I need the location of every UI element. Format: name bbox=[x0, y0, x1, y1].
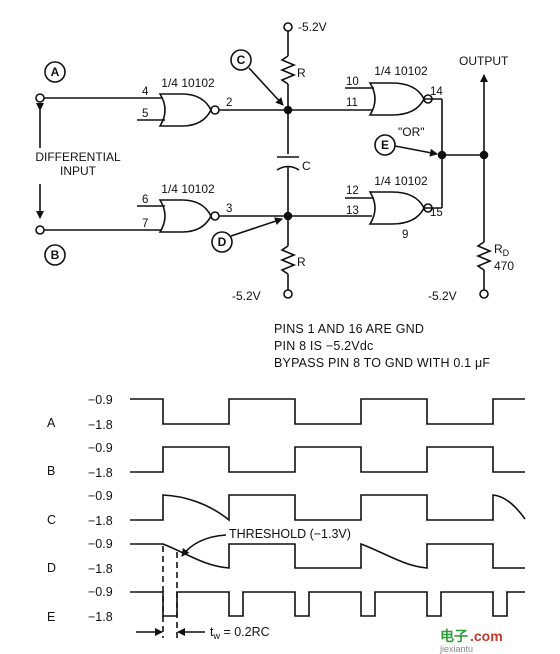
svg-text:−1.8: −1.8 bbox=[88, 514, 113, 528]
wave-b bbox=[130, 446, 525, 473]
input-terminal-a bbox=[35, 93, 45, 103]
svg-text:−0.9: −0.9 bbox=[88, 537, 113, 551]
differential-label: DIFFERENTIAL bbox=[35, 150, 121, 164]
note-bypass: BYPASS PIN 8 TO GND WITH 0.1 μF bbox=[274, 356, 490, 370]
waveform-labels: A B C D E −0.9 −1.8 −0.9 −1.8 −0.9 −1.8 … bbox=[47, 393, 113, 624]
svg-text:jiexiantu: jiexiantu bbox=[439, 644, 473, 654]
pin-10: 10 bbox=[346, 76, 359, 88]
or-label: "OR" bbox=[398, 125, 425, 139]
pin-6: 6 bbox=[142, 194, 148, 206]
rd-label: RD bbox=[494, 242, 510, 258]
wave-b-name: B bbox=[47, 464, 55, 478]
node-a-label: A bbox=[51, 65, 60, 79]
pin-4: 4 bbox=[142, 86, 149, 98]
gate-2-label: 1/4 10102 bbox=[161, 182, 215, 196]
supply-bottom-right-label: -5.2V bbox=[428, 289, 457, 303]
pin-11: 11 bbox=[346, 97, 358, 109]
supply-terminal-bottom-left bbox=[283, 289, 293, 299]
node-c-arrow bbox=[248, 67, 284, 106]
svg-text:−0.9: −0.9 bbox=[88, 441, 113, 455]
pin-7: 7 bbox=[142, 218, 148, 230]
node-d-label: D bbox=[218, 235, 227, 249]
pin-3: 3 bbox=[226, 203, 232, 215]
node-e-label: E bbox=[381, 138, 389, 152]
tw-label: tw = 0.2RC bbox=[210, 625, 270, 641]
resistor-rd bbox=[475, 241, 493, 271]
resistor-bottom-label: R bbox=[297, 255, 306, 269]
node-b-label: B bbox=[51, 248, 60, 262]
gate-3-label: 1/4 10102 bbox=[374, 64, 428, 78]
note-gnd: PINS 1 AND 16 ARE GND bbox=[274, 322, 424, 336]
gate-1-label: 1/4 10102 bbox=[161, 76, 215, 90]
pin-12: 12 bbox=[346, 185, 359, 197]
node-c-marker: C bbox=[230, 49, 252, 71]
node-d-arrow bbox=[230, 217, 283, 237]
nor-gate-2 bbox=[137, 199, 220, 233]
resistor-top-label: R bbox=[297, 66, 306, 80]
wave-d-name: D bbox=[47, 561, 56, 575]
capacitor-label: C bbox=[302, 159, 311, 173]
threshold-arrow bbox=[181, 534, 227, 557]
wave-c-name: C bbox=[47, 513, 56, 527]
input-terminal-b bbox=[35, 225, 45, 235]
supply-terminal-top bbox=[283, 22, 293, 32]
node-b-marker: B bbox=[44, 244, 66, 266]
svg-text:电子: 电子 bbox=[440, 628, 468, 644]
or-gate-3 bbox=[345, 82, 442, 116]
wave-e bbox=[130, 591, 525, 617]
supply-bottom-left-label: -5.2V bbox=[232, 289, 261, 303]
pin-14: 14 bbox=[430, 86, 443, 98]
svg-text:−1.8: −1.8 bbox=[88, 418, 113, 432]
svg-text:.com: .com bbox=[470, 628, 503, 644]
pin-5: 5 bbox=[142, 108, 148, 120]
supply-terminal-bottom-right bbox=[479, 289, 489, 299]
svg-text:−0.9: −0.9 bbox=[88, 489, 113, 503]
resistor-bottom bbox=[279, 245, 297, 275]
watermark-logo: 电子 .com jiexiantu bbox=[439, 628, 503, 654]
input-label: INPUT bbox=[60, 164, 97, 178]
nor-gate-1 bbox=[137, 93, 220, 127]
supply-top-label: -5.2V bbox=[298, 20, 327, 34]
wave-a bbox=[130, 398, 525, 425]
note-pin8: PIN 8 IS −5.2Vdc bbox=[274, 339, 373, 353]
node-a-marker: A bbox=[44, 61, 66, 83]
resistor-top bbox=[279, 55, 297, 85]
gate-4-label: 1/4 10102 bbox=[374, 174, 428, 188]
svg-text:−1.8: −1.8 bbox=[88, 466, 113, 480]
pin-9: 9 bbox=[402, 229, 408, 241]
wave-e-name: E bbox=[47, 610, 55, 624]
node-e-arrow bbox=[394, 145, 438, 157]
svg-text:−1.8: −1.8 bbox=[88, 562, 113, 576]
svg-text:−0.9: −0.9 bbox=[88, 393, 113, 407]
wave-a-name: A bbox=[47, 416, 56, 430]
svg-text:−1.8: −1.8 bbox=[88, 610, 113, 624]
wave-c bbox=[130, 494, 526, 522]
rd-value: 470 bbox=[494, 259, 514, 273]
output-label: OUTPUT bbox=[459, 54, 509, 68]
node-c-label: C bbox=[237, 53, 246, 67]
node-e-marker: E bbox=[374, 134, 396, 156]
svg-text:−0.9: −0.9 bbox=[88, 585, 113, 599]
pin-13: 13 bbox=[346, 205, 359, 217]
or-gate-4 bbox=[345, 191, 442, 225]
pin-2: 2 bbox=[226, 97, 232, 109]
threshold-label: THRESHOLD (−1.3V) bbox=[229, 527, 351, 541]
node-d-marker: D bbox=[211, 231, 233, 253]
pin-15: 15 bbox=[430, 207, 443, 219]
